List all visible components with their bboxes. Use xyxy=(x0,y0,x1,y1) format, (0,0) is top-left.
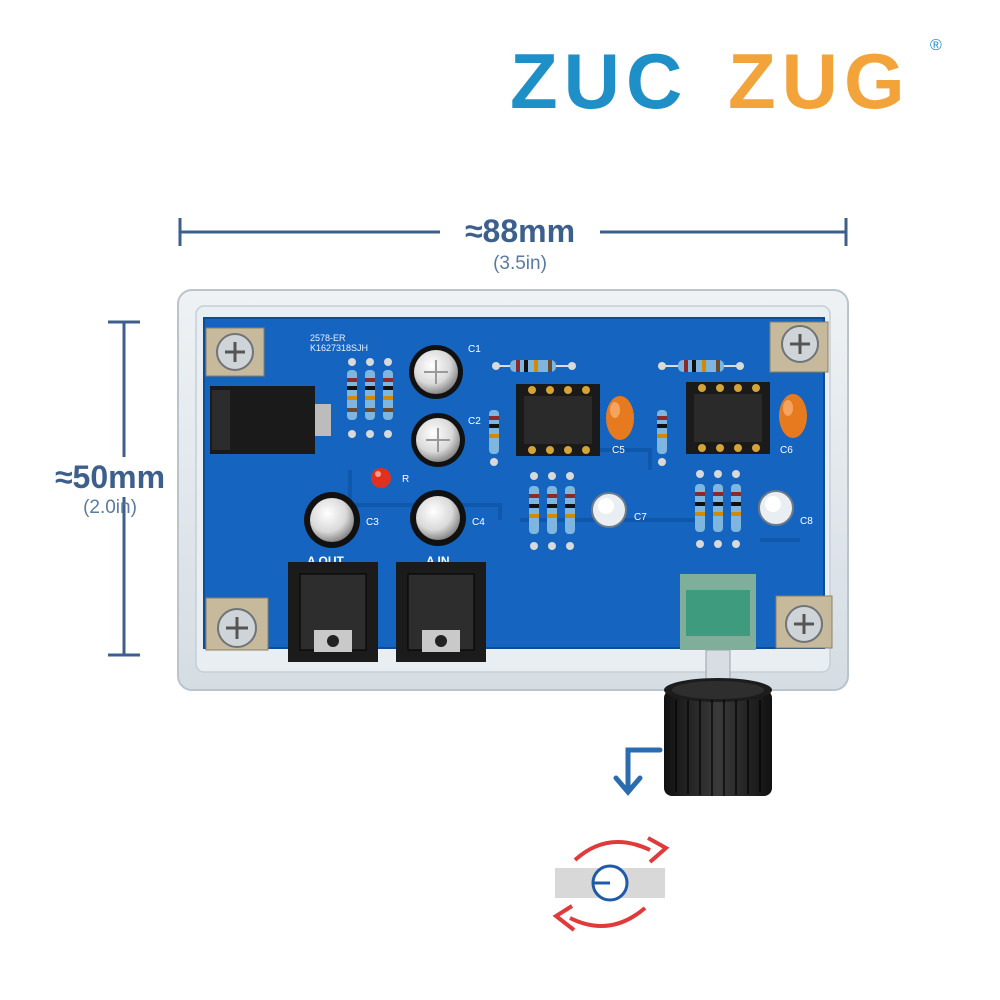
op-amp-chip-right xyxy=(686,382,770,454)
registered-mark: ® xyxy=(930,37,942,54)
capacitor-c1 xyxy=(409,345,463,399)
screw-bottom-right xyxy=(775,595,833,649)
resistor-group-middle xyxy=(529,472,575,550)
label-c4: C4 xyxy=(472,517,485,528)
silkscreen-line1: 2578-ER xyxy=(310,333,346,343)
screw-top-left xyxy=(205,327,265,377)
brand-name-part1: ZUC xyxy=(510,37,688,125)
audio-jack-in xyxy=(396,562,486,662)
width-dimension-sublabel: (3.5in) xyxy=(493,253,547,274)
height-dimension-sublabel: (2.0in) xyxy=(83,497,137,518)
resistor-top-right xyxy=(658,360,744,372)
capacitor-c3 xyxy=(304,492,360,548)
height-dimension-label: ≈50mm xyxy=(35,457,185,497)
screw-top-right xyxy=(769,321,829,373)
resistor-group-right xyxy=(695,470,741,548)
resistor-mid-left xyxy=(489,410,499,466)
volume-knob[interactable] xyxy=(664,678,772,796)
op-amp-chip-left xyxy=(516,384,600,456)
capacitor-c2 xyxy=(411,413,465,467)
audio-jack-out xyxy=(288,562,378,662)
label-c3: C3 xyxy=(366,517,379,528)
silkscreen-line2: K1627318SJH xyxy=(310,343,368,353)
label-c7: C7 xyxy=(634,512,647,523)
resistor-top-middle xyxy=(492,360,576,372)
label-c6: C6 xyxy=(780,445,793,456)
capacitor-c4 xyxy=(410,490,466,546)
brand-name-part2: ZUG xyxy=(728,37,911,125)
capacitor-c5 xyxy=(606,396,634,440)
width-dimension-label: ≈88mm xyxy=(440,213,600,249)
label-r: R xyxy=(402,474,409,485)
label-c1: C1 xyxy=(468,344,481,355)
resistor-group-left xyxy=(347,358,393,438)
potentiometer xyxy=(680,574,756,691)
down-arrow-icon xyxy=(613,747,663,796)
led-indicator xyxy=(371,468,391,488)
dc-power-jack xyxy=(210,386,331,454)
label-c5: C5 xyxy=(612,445,625,456)
brand-logo: ZUC ZUG ® xyxy=(510,37,942,125)
capacitor-c8 xyxy=(758,490,794,526)
label-c2: C2 xyxy=(468,416,481,427)
resistor-mid-right xyxy=(657,410,667,466)
capacitor-c6 xyxy=(779,394,807,438)
rotation-arrows-icon xyxy=(552,836,670,932)
label-c8: C8 xyxy=(800,516,813,527)
screw-bottom-left xyxy=(205,597,269,651)
capacitor-c7 xyxy=(591,492,627,528)
